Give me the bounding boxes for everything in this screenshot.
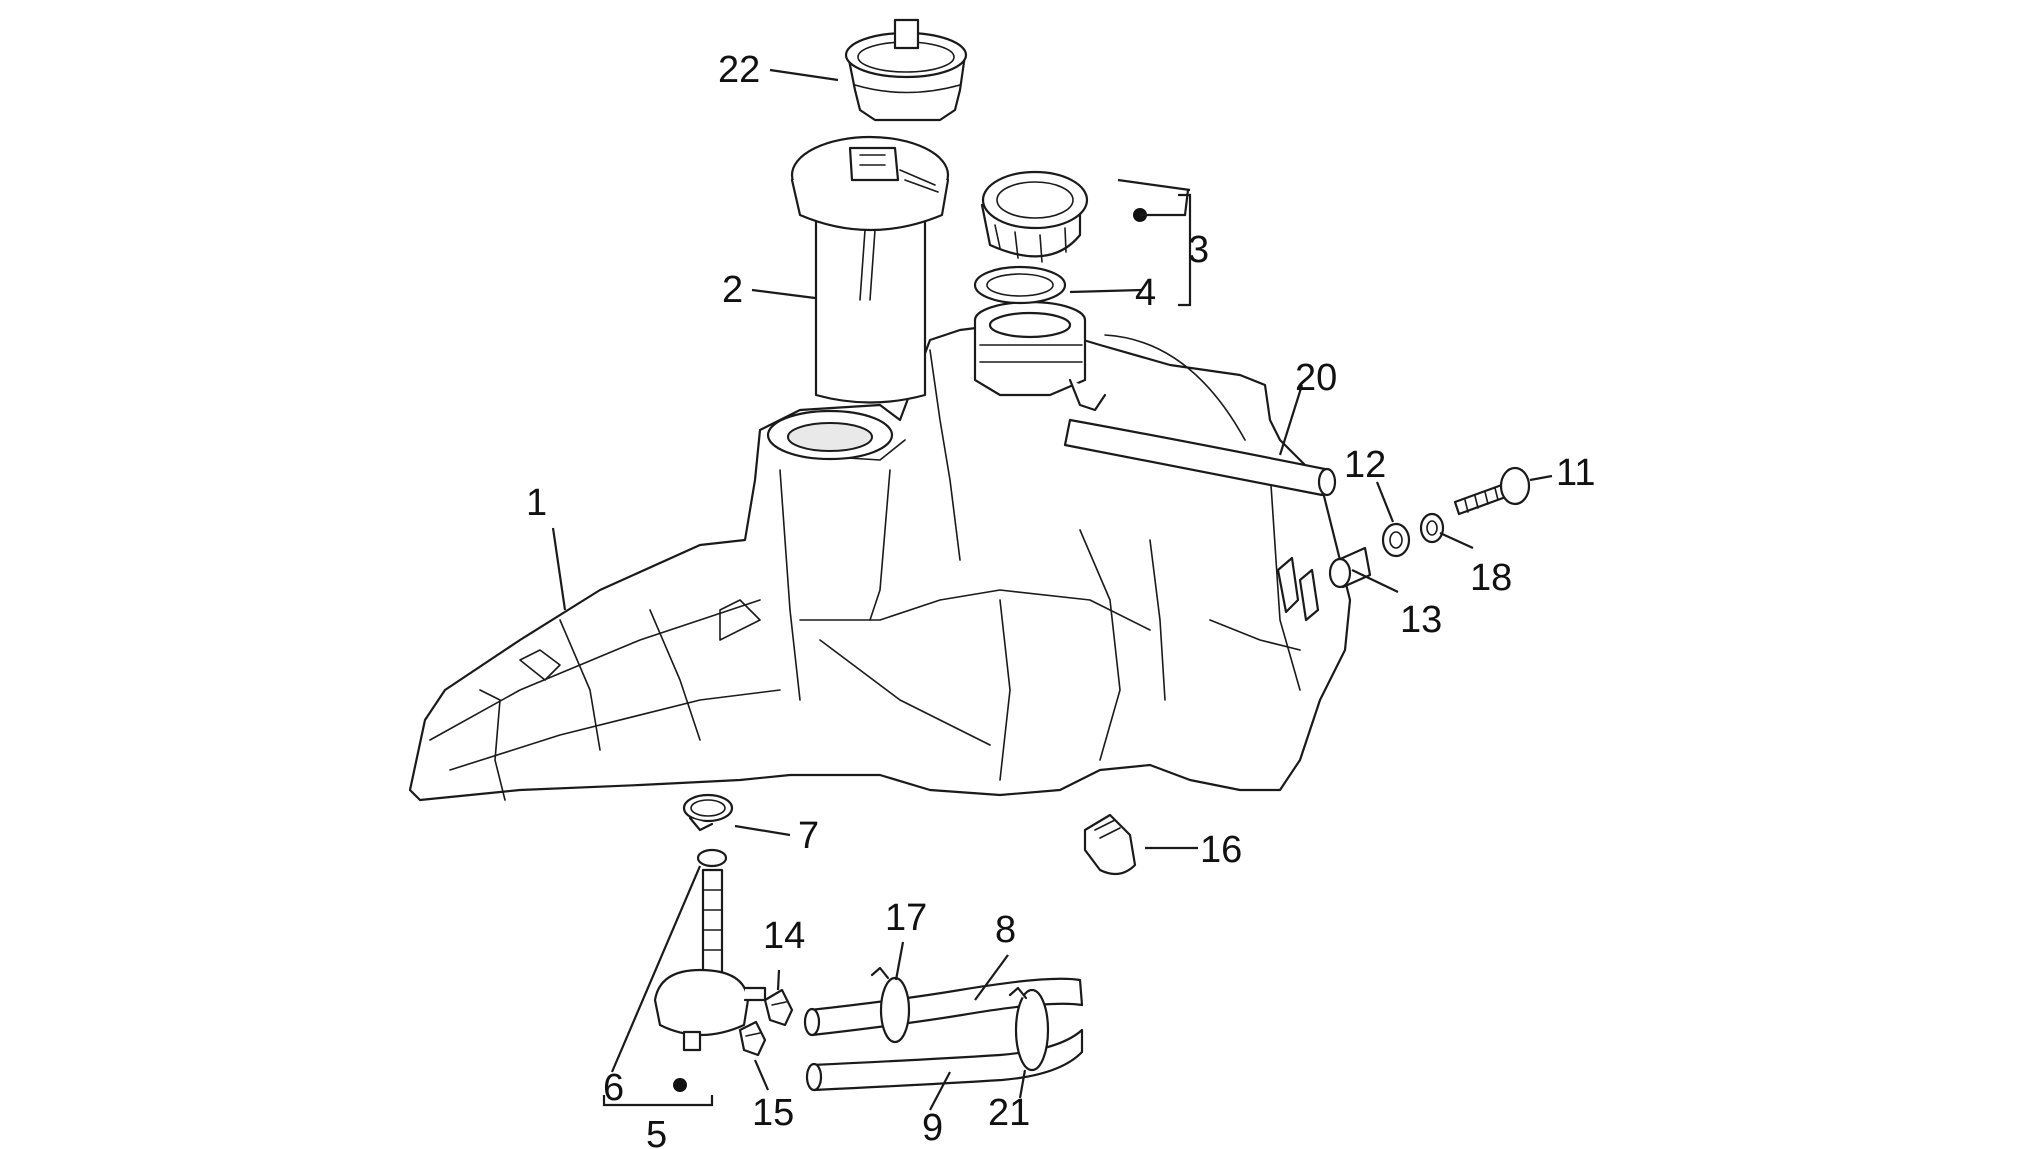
hose-clip-7 [682,793,734,832]
callout-13: 13 [1400,599,1442,641]
callout-2: 2 [722,269,743,311]
bolt-11 [1453,466,1531,516]
leader-lines [551,68,1553,1111]
washer-18 [1419,512,1445,544]
fuel-level-sender-2 [790,135,950,404]
kit-marker-dot [673,1078,687,1092]
callout-labels: 22 2 3 4 20 12 11 18 13 1 7 16 14 17 8 6… [526,49,1595,1149]
fuel-hose-9 [805,1028,1084,1092]
callout-17: 17 [885,897,927,939]
hose-clamp-17 [870,966,911,1044]
fuel-tap-5 [653,868,767,1052]
clip-16 [1083,813,1137,876]
callout-14: 14 [763,915,805,957]
hose-clamp-21 [1008,986,1050,1072]
mounting-bracket [1276,556,1320,622]
callout-11: 11 [1556,452,1595,494]
callout-8: 8 [995,909,1016,951]
cover-cap-22 [844,18,968,122]
callout-4: 4 [1135,272,1156,314]
o-ring-6 [696,848,728,868]
callout-3: 3 [1188,229,1209,271]
callout-5: 5 [646,1114,667,1149]
washer-12 [1381,522,1411,558]
callout-12: 12 [1344,444,1386,486]
bush-13 [1328,546,1372,589]
callout-21: 21 [988,1092,1030,1134]
callout-6: 6 [603,1067,624,1109]
callout-9: 9 [922,1107,943,1149]
gasket-4 [973,265,1067,305]
callout-22: 22 [718,49,760,91]
callout-20: 20 [1295,357,1337,399]
breather-hose-20 [1063,334,1337,497]
callout-16: 16 [1200,829,1242,871]
filler-cap-3 [980,170,1089,263]
hose-clamp-15 [738,1020,767,1057]
hose-clamp-14 [763,988,794,1027]
callout-1: 1 [526,482,547,524]
callout-7: 7 [798,815,819,857]
callout-15: 15 [752,1092,794,1134]
callout-18: 18 [1470,557,1512,599]
